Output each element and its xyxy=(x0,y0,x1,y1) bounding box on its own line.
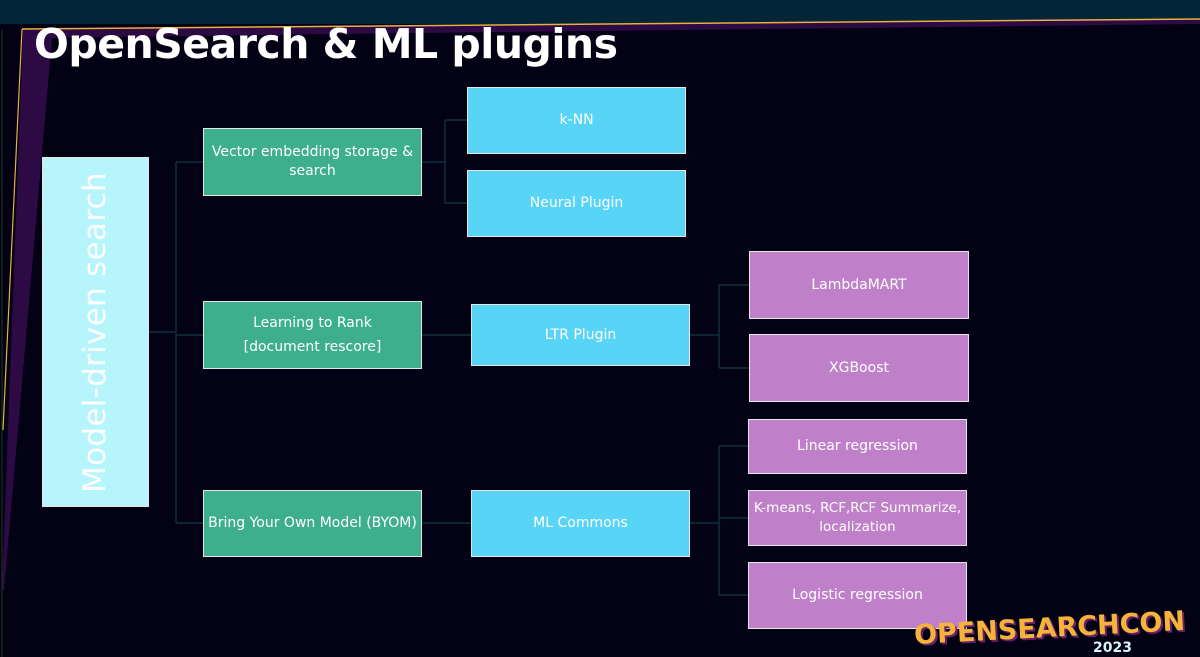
plugin-label: Neural Plugin xyxy=(529,195,624,211)
plugin-label: ML Commons xyxy=(533,515,628,531)
plugin-label: k-NN xyxy=(559,112,594,128)
algorithm-lambdamart: LambdaMART xyxy=(749,251,969,319)
plugin-label: LTR Plugin xyxy=(544,326,617,343)
algorithm-label-line: K-means, RCF,RCF Summarize, xyxy=(753,500,962,516)
opensearchcon-logo: OPENSEARCHCON 2023 xyxy=(913,606,1185,657)
category-byom: Bring Your Own Model (BYOM) xyxy=(203,490,422,557)
algorithm-kmeans-rcf: K-means, RCF,RCF Summarize, localization xyxy=(748,490,967,546)
algorithm-logistic-regression: Logistic regression xyxy=(748,562,967,629)
algorithm-label: LambdaMART xyxy=(811,276,907,293)
slide-title: OpenSearch & ML plugins xyxy=(34,20,618,68)
algorithm-xgboost: XGBoost xyxy=(749,334,969,402)
algorithm-label: Linear regression xyxy=(797,438,918,454)
root-node-label: Model-driven search xyxy=(77,171,113,493)
root-node-model-driven-search: Model-driven search xyxy=(42,157,149,507)
category-learning-to-rank: Learning to Rank [document rescore] xyxy=(203,301,422,369)
algorithm-linear-regression: Linear regression xyxy=(748,419,967,474)
plugin-ml-commons: ML Commons xyxy=(471,490,690,557)
plugin-knn: k-NN xyxy=(467,87,686,154)
algorithm-label: XGBoost xyxy=(829,359,889,376)
category-label-line: search xyxy=(289,163,336,179)
category-label-line: [document rescore] xyxy=(243,339,382,355)
category-label-line: Learning to Rank xyxy=(253,315,372,331)
algorithm-label-line: localization xyxy=(819,519,896,535)
logo-year: 2023 xyxy=(1093,640,1132,656)
category-label-line: Vector embedding storage & xyxy=(211,144,414,160)
category-label-line: Bring Your Own Model (BYOM) xyxy=(208,515,417,531)
algorithm-label: Logistic regression xyxy=(792,587,923,603)
plugin-ltr: LTR Plugin xyxy=(471,304,690,366)
plugin-neural: Neural Plugin xyxy=(467,170,686,237)
gold-frame-line-top xyxy=(21,18,1200,30)
category-vector-embedding: Vector embedding storage & search xyxy=(203,128,422,196)
gold-frame-line-left xyxy=(2,28,23,431)
